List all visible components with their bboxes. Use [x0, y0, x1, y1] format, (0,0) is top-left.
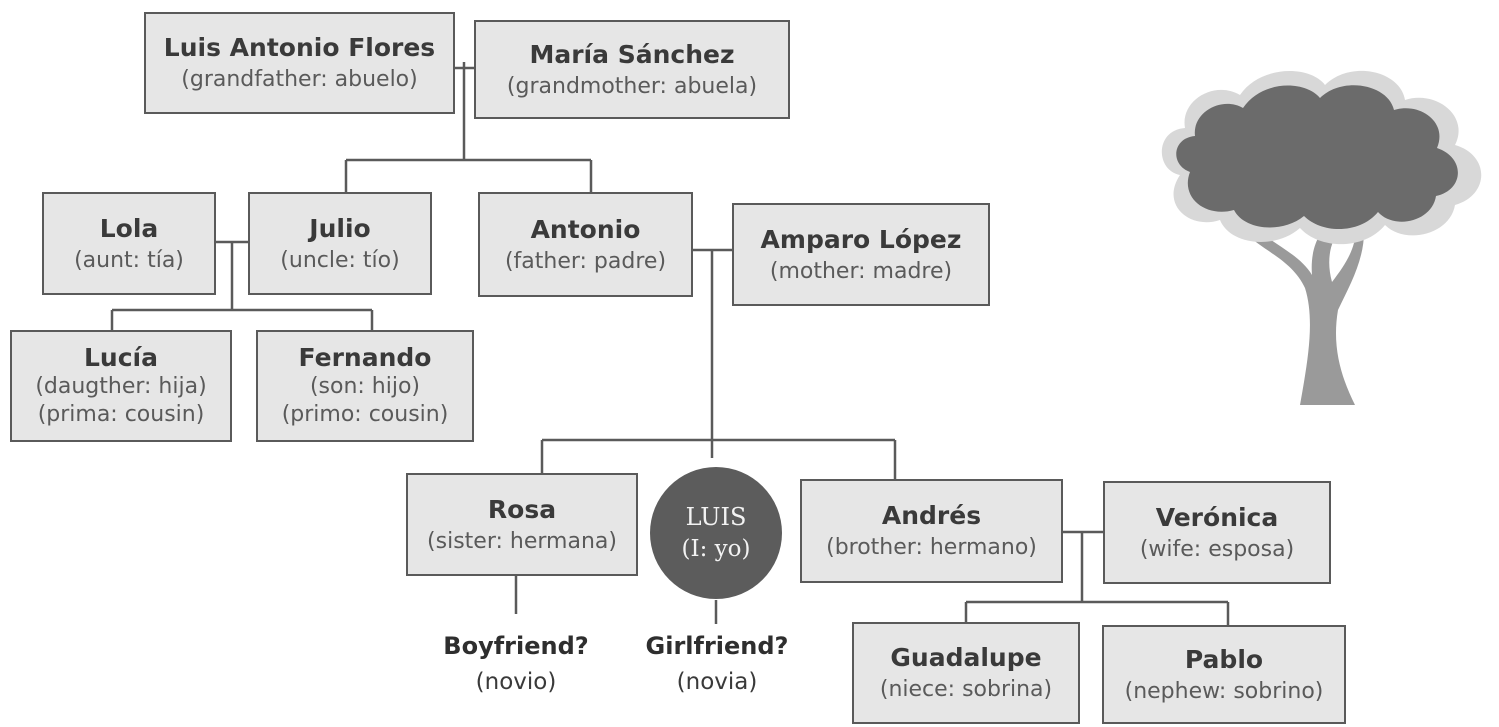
member-box-julio: Julio (uncle: tío)	[248, 192, 432, 295]
member-relation: (father: padre)	[504, 248, 667, 274]
member-relation: (nephew: sobrino)	[1124, 678, 1324, 704]
member-name: María Sánchez	[529, 39, 735, 69]
member-relation-secondary: (prima: cousin)	[37, 402, 205, 427]
member-box-guadalupe: Guadalupe (niece: sobrina)	[852, 622, 1080, 724]
member-relation: (sister: hermana)	[427, 528, 617, 554]
member-relation: (mother: madre)	[769, 258, 953, 284]
label-boyfriend: Boyfriend? (novio)	[416, 628, 616, 700]
member-name: Luis Antonio Flores	[163, 33, 436, 62]
member-relation-secondary: (primo: cousin)	[281, 402, 449, 427]
member-relation: (novia)	[676, 669, 758, 695]
member-name: Pablo	[1184, 644, 1264, 674]
member-box-maria-sanchez: María Sánchez (grandmother: abuela)	[474, 20, 790, 119]
member-name: Girlfriend?	[645, 632, 789, 660]
member-relation: (grandfather: abuelo)	[181, 67, 418, 92]
member-box-rosa: Rosa (sister: hermana)	[406, 473, 638, 576]
member-box-fernando: Fernando (son: hijo) (primo: cousin)	[256, 330, 474, 442]
member-relation: (aunt: tía)	[74, 247, 184, 273]
member-name: Boyfriend?	[443, 632, 589, 660]
member-relation: (novio)	[475, 669, 557, 695]
member-name: Amparo López	[760, 224, 962, 254]
member-box-veronica: Verónica (wife: esposa)	[1103, 481, 1331, 584]
member-box-lola: Lola (aunt: tía)	[42, 192, 216, 295]
tree-icon	[1161, 70, 1482, 405]
member-name: Guadalupe	[890, 643, 1042, 672]
member-relation: (I: yo)	[681, 536, 751, 562]
member-relation: (uncle: tío)	[280, 247, 400, 273]
member-box-andres: Andrés (brother: hermano)	[800, 479, 1063, 583]
member-name: Andrés	[881, 501, 982, 530]
member-relation: (wife: esposa)	[1139, 536, 1295, 562]
member-relation: (niece: sobrina)	[879, 677, 1053, 702]
member-box-antonio: Antonio (father: padre)	[478, 192, 693, 297]
member-name: Lucía	[84, 343, 158, 372]
member-relation: (brother: hermano)	[826, 535, 1037, 560]
member-box-amparo-lopez: Amparo López (mother: madre)	[732, 203, 990, 306]
member-name: Lola	[99, 213, 159, 243]
member-name: Rosa	[487, 494, 557, 524]
member-relation: (grandmother: abuela)	[506, 73, 758, 99]
member-name: LUIS	[685, 503, 747, 531]
member-name: Verónica	[1155, 502, 1279, 532]
member-box-luis-antonio-flores: Luis Antonio Flores (grandfather: abuelo…	[144, 12, 455, 114]
member-box-pablo: Pablo (nephew: sobrino)	[1102, 625, 1346, 724]
member-relation: (son: hijo)	[309, 374, 421, 399]
member-name: Fernando	[298, 343, 432, 372]
member-relation: (daugther: hija)	[35, 374, 207, 399]
member-box-lucia: Lucía (daugther: hija) (prima: cousin)	[10, 330, 232, 442]
self-circle-luis: LUIS (I: yo)	[650, 467, 782, 599]
member-name: Antonio	[530, 214, 641, 244]
label-girlfriend: Girlfriend? (novia)	[617, 628, 817, 700]
member-name: Julio	[309, 213, 371, 243]
